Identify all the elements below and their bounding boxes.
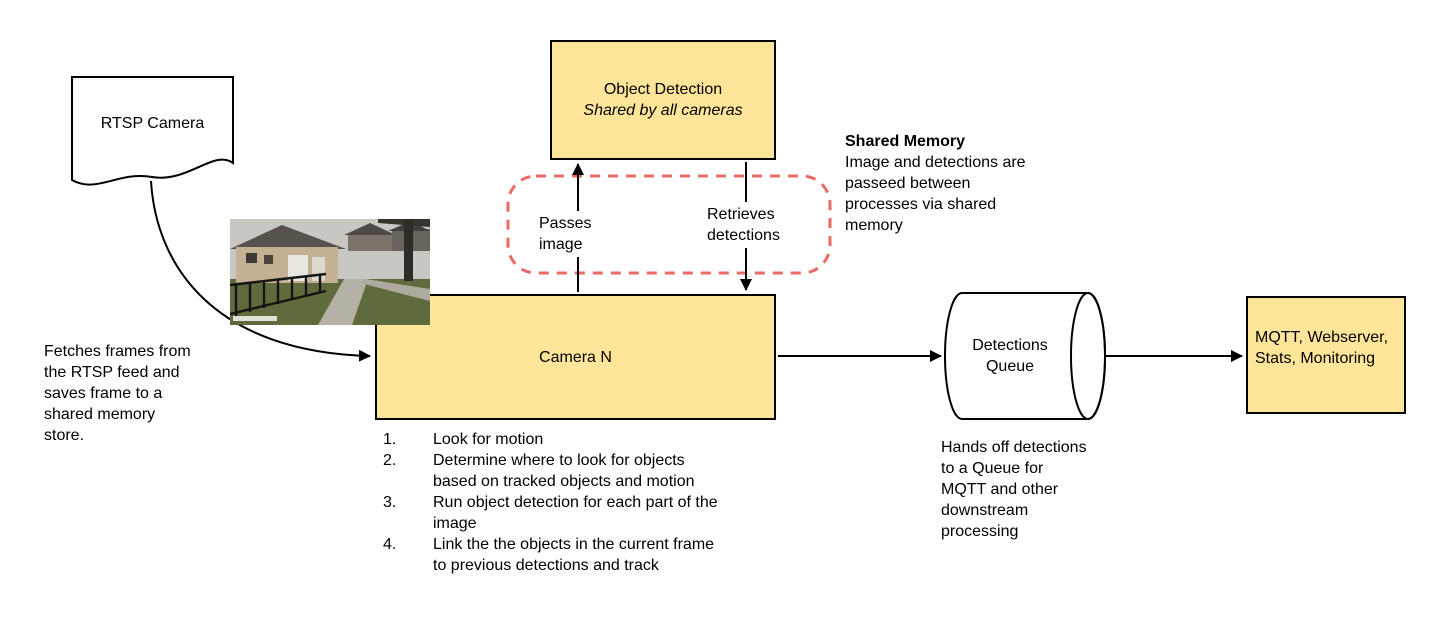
shared-memory-body: Image and detections are passeed between… <box>845 154 1026 234</box>
fence-overlay <box>230 272 327 316</box>
queue-handoff-note: Hands off detections to a Queue for MQTT… <box>941 439 1087 540</box>
step-number: 4. <box>383 536 397 553</box>
step-text: Look for motion <box>433 431 544 448</box>
list-item: 4. Link the the objects in the current f… <box>383 534 783 576</box>
camera-snapshot-image <box>230 219 430 325</box>
step-text: Link the the objects in the current fram… <box>433 536 715 574</box>
retrieves-detections-label: Retrieves detections <box>704 202 783 248</box>
fetch-frames-note: Fetches frames from the RTSP feed and sa… <box>44 343 191 444</box>
list-item: 2. Determine where to look for objects b… <box>383 450 783 492</box>
object-detection-node: Object Detection Shared by all cameras <box>550 40 776 160</box>
object-detection-title: Object Detection <box>603 81 723 98</box>
list-item: 1. Look for motion <box>383 429 783 450</box>
outputs-label: MQTT, Webserver, Stats, Monitoring <box>1255 329 1389 367</box>
object-detection-subtitle: Shared by all cameras <box>583 102 743 119</box>
rtsp-camera-label: RTSP Camera <box>100 114 205 132</box>
camera-n-label: Camera N <box>539 348 612 366</box>
step-number: 1. <box>383 431 397 448</box>
camera-steps-list: 1. Look for motion 2. Determine where to… <box>383 429 783 576</box>
shared-memory-title: Shared Memory <box>845 133 966 150</box>
step-text: Run object detection for each part of th… <box>433 494 718 532</box>
step-number: 2. <box>383 452 397 469</box>
detections-queue-endcap <box>1070 292 1106 420</box>
step-number: 3. <box>383 494 397 511</box>
step-text: Determine where to look for objects base… <box>433 452 695 490</box>
list-item: 3. Run object detection for each part of… <box>383 492 783 534</box>
passes-image-label: Passes image <box>536 211 595 257</box>
detections-queue-label: Detections Queue <box>972 337 1048 375</box>
shared-memory-note: Shared Memory Image and detections are p… <box>845 131 1060 236</box>
outputs-node: MQTT, Webserver, Stats, Monitoring <box>1246 296 1406 414</box>
camera-n-node: Camera N <box>375 294 776 420</box>
